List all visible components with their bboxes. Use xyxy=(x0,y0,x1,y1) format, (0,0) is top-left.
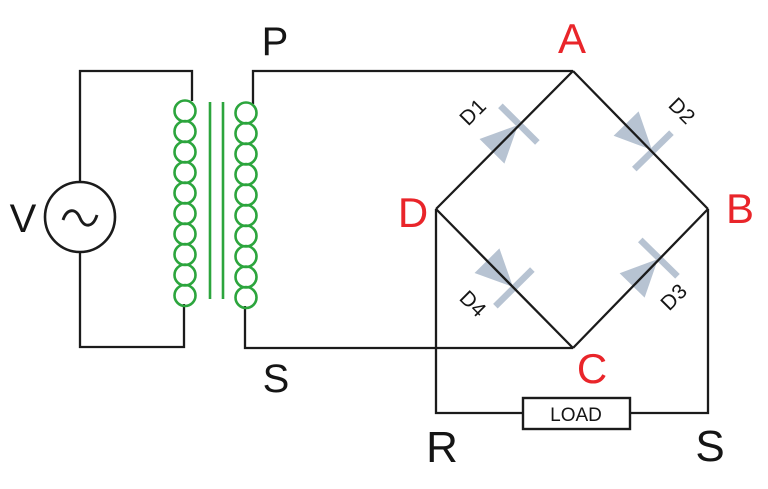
output-wire-right xyxy=(630,209,710,415)
primary-circuit-wire xyxy=(78,69,194,349)
diode-symbols xyxy=(474,103,680,309)
bridge-node-labels: A B C D xyxy=(398,15,754,392)
bridge-arm-da xyxy=(435,70,574,210)
secondary-terminal-label: S xyxy=(263,357,290,401)
diode-d1-label: D1 xyxy=(455,94,491,130)
source-label: V xyxy=(10,197,37,241)
load-label: LOAD xyxy=(550,405,602,426)
circuit-wires xyxy=(43,69,710,431)
secondary-top-wire xyxy=(251,69,573,104)
secondary-coil xyxy=(234,101,258,310)
diode-d4-label: D4 xyxy=(455,286,491,322)
diode-d3-arrow xyxy=(619,259,658,298)
node-c-label: C xyxy=(577,345,607,392)
sine-wave-icon xyxy=(61,209,99,227)
primary-terminal-label: P xyxy=(262,20,289,64)
transformer xyxy=(173,99,258,310)
node-d-label: D xyxy=(398,189,428,236)
terminal-s-label: S xyxy=(695,422,724,471)
bridge-arm-ab xyxy=(572,70,709,210)
terminal-r-label: R xyxy=(426,423,458,472)
diode-d3-label: D3 xyxy=(656,279,692,315)
diode-d2-cathode-bar xyxy=(632,130,674,172)
node-a-label: A xyxy=(558,15,586,62)
load-box xyxy=(521,396,632,431)
output-wire-left xyxy=(434,209,523,415)
transformer-core xyxy=(208,102,225,299)
diode-d2-label: D2 xyxy=(664,93,700,129)
bridge-arm-dc xyxy=(435,208,574,349)
primary-coil xyxy=(173,99,197,308)
node-b-label: B xyxy=(726,185,754,232)
bridge-arm-cb xyxy=(572,208,709,349)
secondary-bottom-wire xyxy=(243,306,573,350)
